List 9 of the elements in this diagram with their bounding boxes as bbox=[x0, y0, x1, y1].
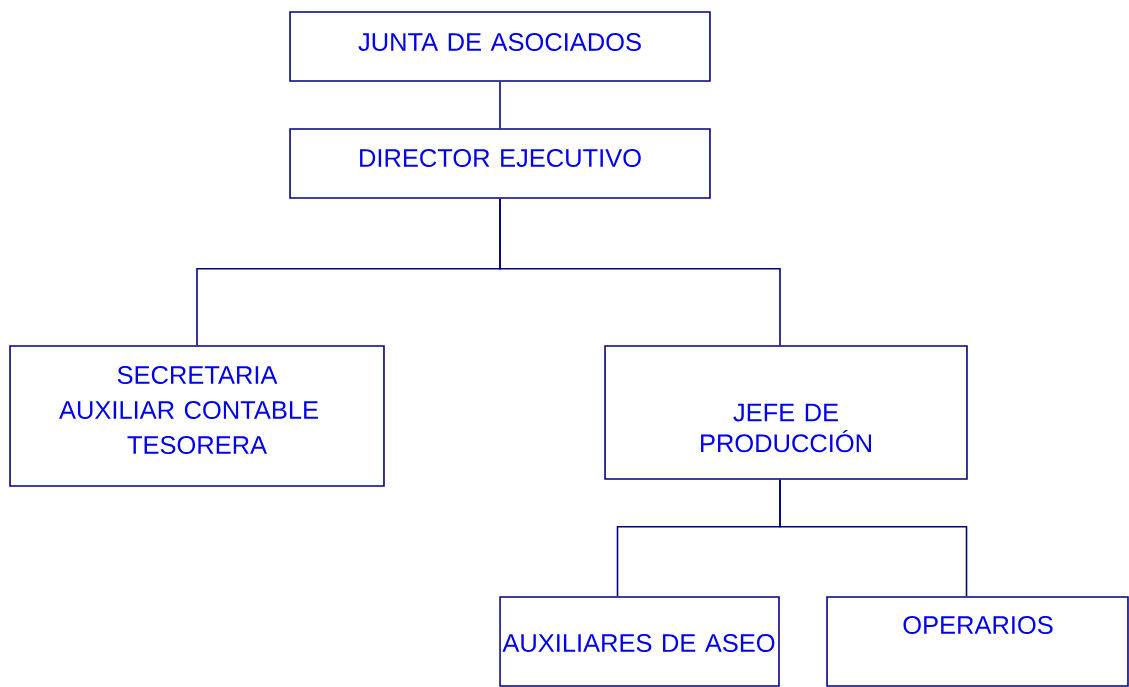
org-box: DIRECTOR EJECUTIVO bbox=[289, 128, 711, 199]
org-box: JUNTA DE ASOCIADOS bbox=[289, 11, 711, 82]
org-box: SECRETARIA AUXILIAR CONTABLE TESORERA bbox=[9, 345, 385, 487]
org-box: OPERARIOS bbox=[826, 596, 1129, 687]
connector-line bbox=[779, 479, 968, 597]
connector-line bbox=[499, 198, 781, 347]
org-box: AUXILIARES DE ASEO bbox=[499, 596, 780, 687]
org-box: JEFE DE PRODUCCIÓN bbox=[604, 345, 968, 480]
connector-line bbox=[499, 81, 501, 129]
